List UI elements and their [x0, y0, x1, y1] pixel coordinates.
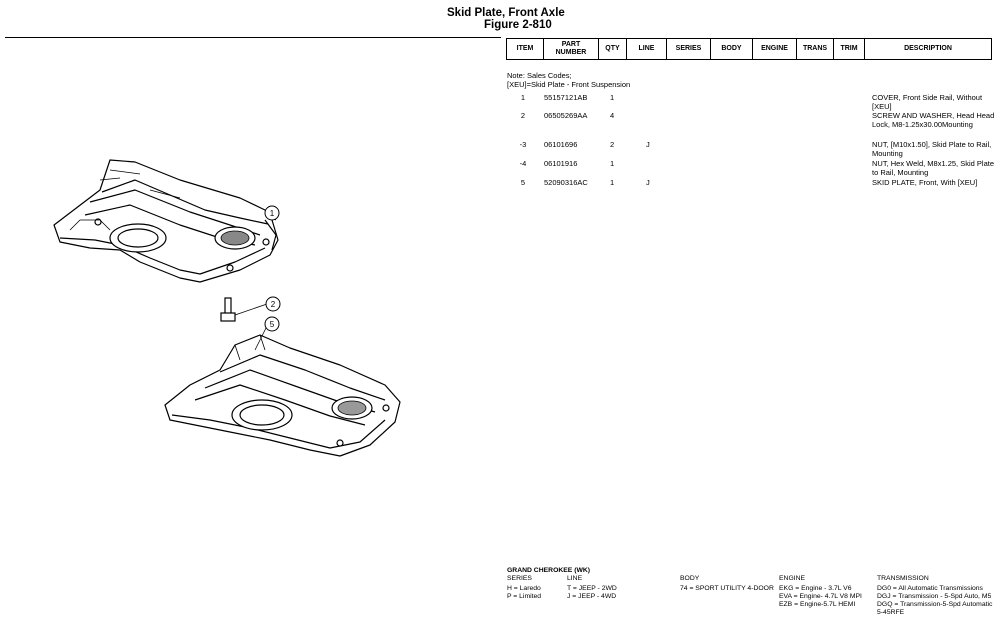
- line-cell: J: [646, 178, 650, 187]
- header-trans: TRANS: [796, 38, 834, 60]
- skid-plate-diagram: 1 2 5: [53, 159, 401, 457]
- legend-heading: SERIES: [507, 575, 532, 582]
- callout-5: 5: [254, 316, 280, 351]
- part-number-cell: 06101696: [544, 140, 578, 149]
- part-number-cell: 06101916: [544, 159, 578, 168]
- callout-2: 2: [234, 296, 281, 316]
- legend-entry: EVA = Engine- 4.7L V8 MPI: [779, 593, 862, 600]
- item-cell: 2: [520, 111, 526, 120]
- qty-cell: 1: [610, 178, 615, 187]
- legend-entry: P = Limited: [507, 593, 542, 600]
- sales-code-note: Note: Sales Codes; [XEU]=Skid Plate - Fr…: [507, 71, 630, 89]
- legend-entry: T = JEEP - 2WD: [567, 585, 617, 592]
- cover-illustration: [53, 159, 279, 283]
- parts-table-header: ITEM PART NUMBER QTY LINE SERIES BODY EN…: [506, 38, 992, 60]
- legend-body: BODY 74 = SPORT UTILITY 4-DOOR: [680, 575, 774, 593]
- legend-engine: ENGINE EKG = Engine - 3.7L V6 EVA = Engi…: [779, 575, 862, 609]
- header-body: BODY: [710, 38, 753, 60]
- header-trim: TRIM: [833, 38, 865, 60]
- qty-cell: 2: [610, 140, 615, 149]
- legend-entry: EZB = Engine-5.7L HEMI: [779, 601, 856, 608]
- legend-entry: DGQ = Transmission-5-Spd Automatic: [877, 601, 993, 608]
- page-title: Skid Plate, Front Axle: [447, 7, 565, 19]
- legend-entry: H = Laredo: [507, 585, 541, 592]
- header-description: DESCRIPTION: [864, 38, 992, 60]
- qty-cell: 4: [610, 111, 615, 120]
- skid-plate-illustration: [164, 334, 401, 457]
- item-cell: -3: [519, 140, 527, 149]
- note-line: Note: Sales Codes;: [507, 71, 572, 80]
- note-line: [XEU]=Skid Plate - Front Suspension: [507, 80, 631, 89]
- part-number-cell: 06505269AA: [544, 111, 588, 120]
- item-cell: 5: [520, 178, 526, 187]
- divider: [5, 37, 501, 38]
- description-cell: NUT, [M10x1.50], Skid Plate to Rail, Mou…: [872, 140, 992, 158]
- header-item: ITEM: [506, 38, 544, 60]
- legend-entry: DG0 = All Automatic Transmissions: [877, 585, 983, 592]
- callout-label: 2: [271, 300, 276, 309]
- legend-entry: EKG = Engine - 3.7L V6: [779, 585, 852, 592]
- legend-entry: 74 = SPORT UTILITY 4-DOOR: [680, 585, 774, 592]
- model-name: GRAND CHEROKEE (WK): [507, 567, 591, 574]
- header-series: SERIES: [666, 38, 711, 60]
- legend-heading: BODY: [680, 575, 700, 582]
- description-cell: COVER, Front Side Rail, Without [XEU]: [872, 93, 983, 111]
- callout-1: 1: [264, 205, 280, 221]
- line-cell: J: [646, 140, 650, 149]
- figure-number: Figure 2-810: [484, 19, 552, 31]
- header-engine: ENGINE: [752, 38, 797, 60]
- legend-transmission: TRANSMISSION DG0 = All Automatic Transmi…: [877, 575, 992, 617]
- legend-series: SERIES H = Laredo P = Limited: [507, 575, 541, 601]
- qty-cell: 1: [610, 93, 615, 102]
- header-part-number: PART NUMBER: [543, 38, 599, 60]
- callout-label: 5: [270, 320, 275, 329]
- description-cell: SKID PLATE, Front, With [XEU]: [872, 178, 978, 187]
- part-number-cell: 55157121AB: [544, 93, 588, 102]
- item-cell: -4: [519, 159, 527, 168]
- part-number-cell: 52090316AC: [544, 178, 588, 187]
- header-qty: QTY: [598, 38, 627, 60]
- legend-heading: ENGINE: [779, 575, 806, 582]
- description-cell: NUT, Hex Weld, M8x1.25, Skid Plate to Ra…: [872, 159, 994, 177]
- legend-line: LINE T = JEEP - 2WD J = JEEP - 4WD: [567, 575, 617, 601]
- header-line: LINE: [626, 38, 667, 60]
- legend-entry: DGJ = Transmission - 5-Spd Auto, M5: [877, 593, 992, 600]
- description-cell: SCREW AND WASHER, Head Head Lock, M8-1.2…: [872, 111, 995, 129]
- callout-label: 1: [270, 209, 275, 218]
- legend-heading: LINE: [567, 575, 583, 582]
- item-cell: 1: [520, 93, 526, 102]
- qty-cell: 1: [610, 159, 615, 168]
- legend-entry: J = JEEP - 4WD: [567, 593, 617, 600]
- legend-heading: TRANSMISSION: [877, 575, 929, 582]
- legend-entry: 5-45RFE: [877, 609, 905, 616]
- screw-illustration: [220, 297, 236, 322]
